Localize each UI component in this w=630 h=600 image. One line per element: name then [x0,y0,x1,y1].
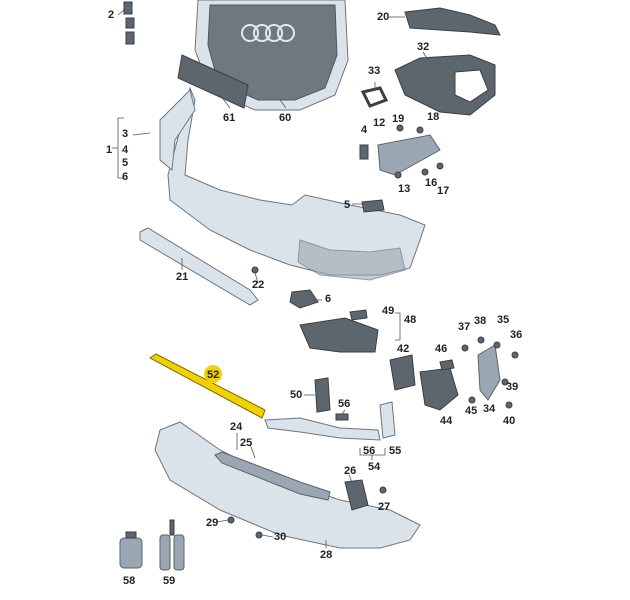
callout-28: 28 [320,549,332,561]
callout-55: 55 [389,445,401,457]
callout-33: 33 [368,65,380,77]
license-plate-bracket [177,54,249,109]
callout-36: 36 [510,329,522,341]
callout-39: 39 [506,381,518,393]
bracket-20 [404,7,501,36]
callout-44: 44 [440,415,453,427]
product-59 [159,519,185,571]
callout-30: 30 [274,531,286,543]
callout-48: 48 [404,314,416,326]
callout-32: 32 [417,41,429,53]
part-46 [439,359,455,371]
callout-37: 37 [458,321,470,333]
callout-42: 42 [397,343,409,355]
callout-21: 21 [176,271,188,283]
callout-16: 16 [425,177,437,189]
callout-60: 60 [279,112,291,124]
bracket-4 [359,144,369,160]
callout-6: 6 [325,293,331,305]
part-50 [314,377,331,413]
clips-2 [123,1,135,45]
group-brackets [112,117,401,460]
callout-4: 4 [122,144,129,156]
callout-20: 20 [377,11,389,23]
callout-52: 52 [207,369,219,381]
cover-6 [289,289,319,309]
callout-56: 56 [338,398,350,410]
lower-grille [299,317,379,353]
callout-2: 2 [108,9,114,21]
strip-24 [214,451,331,501]
callout-56: 56 [363,445,375,457]
leader-lines [117,9,429,548]
callout-4: 4 [361,124,368,136]
callout-6: 6 [122,171,128,183]
bracket-12 [377,134,441,176]
part-44 [419,367,459,411]
callout-49: 49 [382,305,394,317]
callout-17: 17 [437,185,449,197]
callout-22: 22 [252,279,264,291]
fog-housing-hole [454,69,489,103]
bumper-cover [167,86,426,276]
audi-rings [241,24,295,42]
callout-29: 29 [206,517,218,529]
callout-27: 27 [378,501,390,513]
clip-49 [349,309,368,321]
product-58 [119,531,143,569]
callout-59: 59 [163,575,175,587]
callout-19: 19 [392,113,404,125]
callout-1: 1 [106,144,112,156]
spoiler-strip [139,227,259,306]
callout-5: 5 [344,199,350,211]
highlighted-strip-52 [149,353,266,419]
callout-45: 45 [465,405,477,417]
callout-35: 35 [497,314,509,326]
callout-40: 40 [503,415,515,427]
bumper-lower-lip [297,239,406,281]
highlight-badge [204,365,222,383]
callout-54: 54 [368,461,381,473]
callout-3: 3 [122,128,128,140]
callout-12: 12 [373,117,385,129]
callout-18: 18 [427,111,439,123]
callout-46: 46 [435,343,447,355]
callout-61: 61 [223,112,235,124]
callout-24: 24 [230,421,243,433]
callout-25: 25 [240,437,252,449]
callout-58: 58 [123,575,135,587]
side-bracket [159,89,196,171]
part-55 [379,401,396,439]
bracket-34 [477,344,501,401]
part-42 [389,354,416,391]
callout-13: 13 [398,183,410,195]
callout-5: 5 [122,157,128,169]
trim-54 [264,417,381,441]
clip-22 [251,266,259,274]
callout-38: 38 [474,315,486,327]
bracket-26 [344,479,369,511]
clip-56 [335,413,349,421]
callout-50: 50 [290,389,302,401]
frame-33 [360,86,389,108]
callout-34: 34 [483,403,496,415]
callout-26: 26 [344,465,356,477]
clip-5 [361,199,385,213]
